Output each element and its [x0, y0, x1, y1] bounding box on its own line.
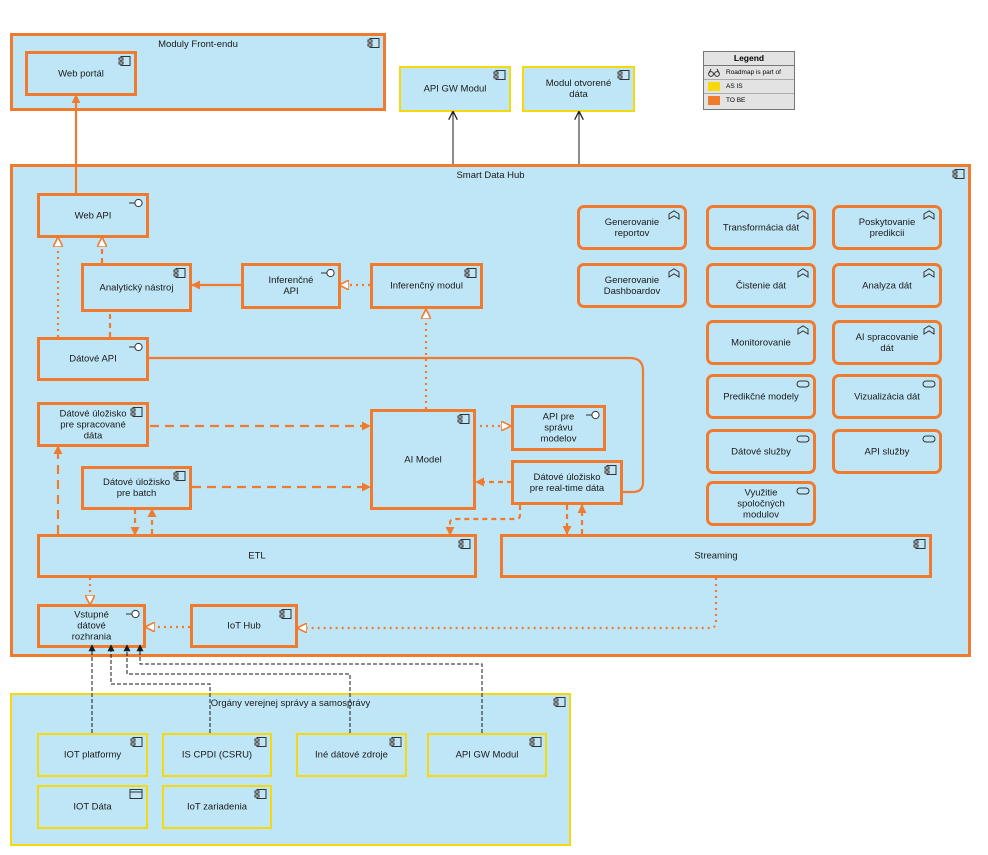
interface-icon: [126, 609, 140, 619]
api-gw-module-source[interactable]: API GW Modul: [427, 733, 547, 777]
iot-platforms[interactable]: IOT platformy: [37, 733, 148, 777]
service-predictive-models[interactable]: Predikčné modely: [706, 374, 816, 419]
component-icon: [173, 268, 186, 278]
component-icon: [604, 465, 617, 475]
analytic-tool[interactable]: Analytický nástroj: [81, 263, 192, 312]
service-api-services[interactable]: API služby: [832, 429, 942, 474]
open-data-module[interactable]: Modul otvorené dáta: [522, 66, 635, 112]
input-data-interfaces[interactable]: Vstupné dátové rozhrania: [37, 604, 146, 648]
capability-dashboard-generation[interactable]: Generovanie Dashboardov: [577, 263, 687, 308]
legend-as-is-label: AS IS: [726, 83, 743, 90]
capability-data-cleaning[interactable]: Čistenie dát: [706, 263, 816, 308]
iot-hub[interactable]: IoT Hub: [190, 604, 298, 648]
api-gw-module-external[interactable]: API GW Modul: [399, 66, 511, 112]
inference-module[interactable]: Inferenčný modul: [370, 263, 483, 309]
iot-data[interactable]: IOT Dáta: [37, 785, 148, 829]
component-icon: [173, 471, 186, 481]
legend-roadmap-label: Roadmap is part of: [726, 69, 781, 76]
ai-model[interactable]: AI Model: [370, 409, 476, 510]
function-icon: [923, 268, 935, 278]
component-icon: [464, 268, 477, 278]
as-is-swatch: [708, 82, 720, 91]
interface-icon: [129, 342, 143, 352]
function-icon: [923, 210, 935, 220]
capability-data-analysis[interactable]: Analyza dát: [832, 263, 942, 308]
component-icon: [118, 56, 131, 66]
interface-icon: [321, 268, 335, 278]
component-icon: [254, 789, 267, 799]
inference-api[interactable]: Inferenčné API: [241, 263, 341, 309]
smart-data-hub-container: Smart Data Hub: [10, 164, 971, 657]
realtime-data-storage[interactable]: Dátové úložisko pre real-time dáta: [511, 460, 623, 505]
is-cpdi[interactable]: IS CPDI (CSRU): [162, 733, 272, 777]
function-icon: [668, 210, 680, 220]
service-icon: [796, 380, 810, 388]
component-icon: [279, 609, 292, 619]
streaming[interactable]: Streaming: [500, 534, 932, 578]
service-icon: [796, 435, 810, 443]
component-icon: [389, 737, 402, 747]
component-icon: [553, 697, 566, 707]
function-icon: [797, 325, 809, 335]
web-api[interactable]: Web API: [37, 193, 149, 238]
function-icon: [797, 210, 809, 220]
service-shared-modules[interactable]: Využitie spoločných modulov: [706, 481, 816, 526]
component-icon: [130, 407, 143, 417]
gov-title: Orgány verejnej správy a samosprávy: [210, 698, 371, 709]
service-data-visualization[interactable]: Vizualizácia dát: [832, 374, 942, 419]
web-portal[interactable]: Web portál: [25, 51, 137, 96]
to-be-swatch: [708, 96, 720, 105]
component-icon: [913, 539, 926, 549]
capability-report-generation[interactable]: Generovanie reportov: [577, 205, 687, 250]
other-data-sources[interactable]: Iné dátové zdroje: [296, 733, 407, 777]
component-icon: [458, 539, 471, 549]
component-icon: [952, 169, 965, 179]
service-icon: [922, 435, 936, 443]
service-data-services[interactable]: Dátové služby: [706, 429, 816, 474]
legend: Legend Roadmap is part of AS IS TO BE: [703, 51, 795, 110]
legend-row-to-be: TO BE: [704, 94, 794, 107]
component-icon: [493, 70, 506, 80]
component-icon: [529, 737, 542, 747]
data-api[interactable]: Dátové API: [37, 337, 149, 381]
capability-monitoring[interactable]: Monitorovanie: [706, 320, 816, 365]
component-icon: [367, 38, 380, 48]
etl[interactable]: ETL: [37, 534, 477, 578]
interface-icon: [129, 198, 143, 208]
legend-row-as-is: AS IS: [704, 80, 794, 94]
function-icon: [797, 268, 809, 278]
interface-icon: [586, 410, 600, 420]
iot-devices[interactable]: IoT zariadenia: [162, 785, 272, 829]
processed-data-storage[interactable]: Dátové úložisko pre spracované dáta: [37, 402, 149, 447]
glasses-icon: [708, 68, 720, 77]
function-icon: [923, 325, 935, 335]
function-icon: [668, 268, 680, 278]
capability-data-transformation[interactable]: Transformácia dát: [706, 205, 816, 250]
legend-title: Legend: [704, 52, 794, 66]
frontend-title: Moduly Front-endu: [158, 39, 238, 50]
hub-title: Smart Data Hub: [456, 170, 525, 181]
service-icon: [796, 487, 810, 495]
capability-ai-processing[interactable]: AI spracovanie dát: [832, 320, 942, 365]
legend-to-be-label: TO BE: [726, 97, 746, 104]
legend-row-roadmap: Roadmap is part of: [704, 66, 794, 80]
model-management-api[interactable]: API pre správu modelov: [511, 405, 606, 451]
component-icon: [617, 70, 630, 80]
component-icon: [130, 737, 143, 747]
component-icon: [457, 414, 470, 424]
batch-data-storage[interactable]: Dátové úložisko pre batch: [81, 466, 192, 510]
component-icon: [254, 737, 267, 747]
service-icon: [922, 380, 936, 388]
capability-prediction-provision[interactable]: Poskytovanie predikcii: [832, 205, 942, 250]
data-object-icon: [129, 789, 143, 799]
